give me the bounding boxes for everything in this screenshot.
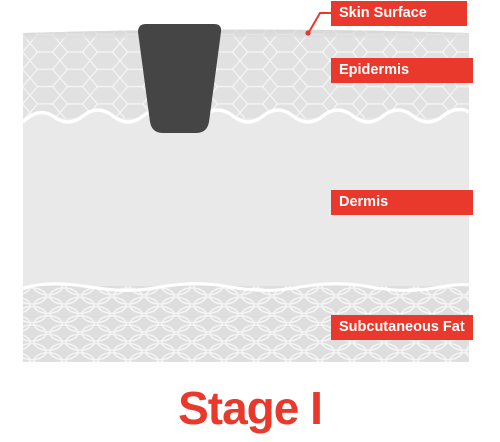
epidermis-label: Epidermis	[331, 58, 473, 83]
skin-surface-marker	[305, 30, 311, 36]
dermis-label: Dermis	[331, 190, 473, 215]
subcutaneous-fat-layer	[23, 286, 469, 362]
dermis-fill	[23, 109, 469, 288]
skin-surface-leader	[308, 12, 332, 33]
subcutaneous-fat-label: Subcutaneous Fat	[331, 315, 473, 340]
stage-title: Stage I	[178, 382, 323, 434]
epidermis-dermis-boundary	[21, 107, 470, 124]
skin-surface-label: Skin Surface	[331, 1, 467, 26]
dermis-fat-boundary	[22, 282, 470, 292]
wound-shape	[138, 24, 222, 133]
epidermis-layer	[23, 29, 469, 118]
